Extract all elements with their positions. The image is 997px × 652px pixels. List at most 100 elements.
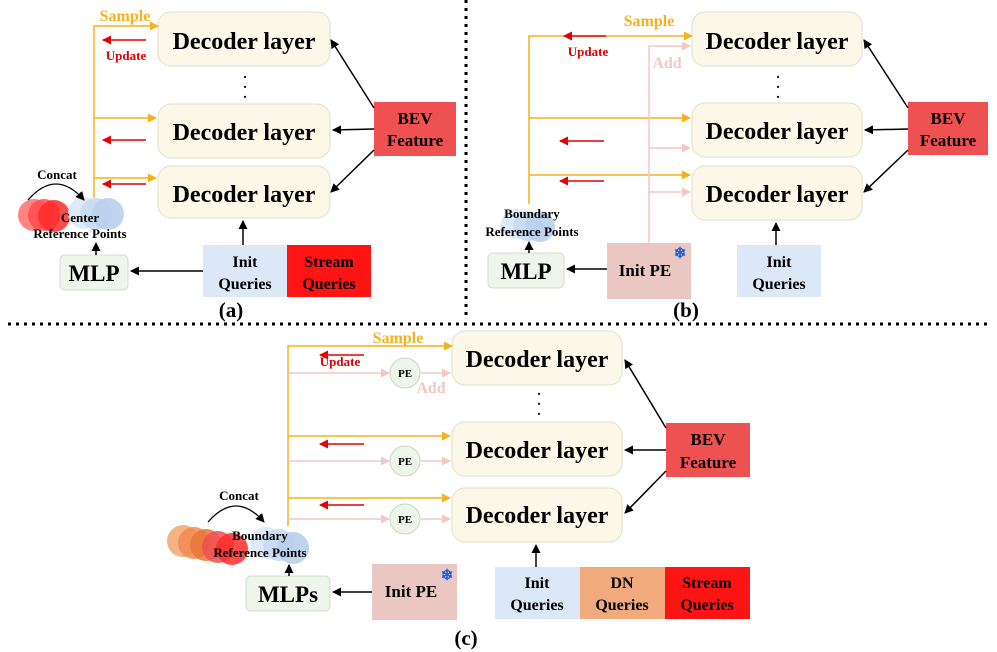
mlp-box bbox=[59, 254, 129, 291]
vertical-ellipsis: . bbox=[776, 67, 780, 82]
vertical-ellipsis: . bbox=[243, 77, 247, 92]
decoder-layer-label: Decoder layer bbox=[173, 182, 316, 208]
panel-a: Decoder layer Decoder layer Decoder laye… bbox=[18, 8, 456, 322]
bev-feature-label: Feature bbox=[387, 131, 444, 150]
panel-c: Decoder layer Decoder layer Decoder laye… bbox=[167, 330, 750, 650]
stream-queries-box bbox=[665, 567, 750, 619]
decoder-layer-box bbox=[451, 330, 623, 386]
sample-line bbox=[287, 341, 453, 526]
stream-queries-label: Stream bbox=[304, 254, 354, 271]
decoder-layer-label: Decoder layer bbox=[706, 119, 849, 145]
vertical-ellipsis: . bbox=[537, 384, 541, 399]
init-queries-box bbox=[737, 245, 821, 297]
sample-label: Sample bbox=[373, 330, 424, 347]
add-line bbox=[648, 41, 691, 243]
sample-label: Sample bbox=[100, 8, 151, 25]
dn-queries-box bbox=[580, 567, 665, 619]
init-queries-label: Init bbox=[525, 575, 551, 592]
vertical-ellipsis: . bbox=[537, 394, 541, 409]
stream-queries-label: Queries bbox=[302, 276, 355, 293]
mlps-label: MLPs bbox=[258, 582, 318, 607]
caption-b: (b) bbox=[673, 298, 699, 322]
bev-feature-label: BEV bbox=[398, 109, 434, 128]
init-queries-label: Init bbox=[767, 254, 793, 271]
decoder-layer-label: Decoder layer bbox=[706, 182, 849, 208]
sample-label: Sample bbox=[624, 13, 675, 30]
vertical-ellipsis: . bbox=[776, 87, 780, 102]
bev-to-decoder-arrow bbox=[624, 470, 667, 514]
decoder-layer-box bbox=[157, 11, 331, 67]
init-queries-box bbox=[203, 245, 287, 297]
stream-queries-label: Stream bbox=[682, 575, 732, 592]
decoder-layer-label: Decoder layer bbox=[466, 347, 609, 373]
sample-line bbox=[93, 21, 159, 198]
decoder-layer-label: Decoder layer bbox=[466, 438, 609, 464]
stream-queries-label: Queries bbox=[680, 597, 733, 614]
bev-to-decoder-arrow bbox=[330, 149, 375, 193]
pe-node-label: PE bbox=[398, 368, 412, 380]
init-queries-label: Queries bbox=[510, 597, 563, 614]
decoder-layer-box bbox=[691, 165, 863, 221]
bev-to-decoder-arrow bbox=[863, 39, 909, 109]
init-queries-box bbox=[495, 567, 580, 619]
mlp-box bbox=[487, 252, 565, 289]
snowflake-icon: ❄ bbox=[441, 568, 454, 584]
bev-to-decoder-arrow bbox=[332, 125, 375, 135]
bev-to-decoder-arrow bbox=[863, 149, 909, 193]
caption-a: (a) bbox=[219, 298, 244, 322]
init-pe-label: Init PE bbox=[385, 582, 437, 601]
center-reference-label: Reference Points bbox=[33, 226, 126, 241]
init-pe-box bbox=[372, 564, 457, 620]
vertical-ellipsis: . bbox=[776, 77, 780, 92]
decoder-layer-label: Decoder layer bbox=[173, 120, 316, 146]
decoder-layer-box bbox=[451, 421, 623, 477]
bev-feature-label: Feature bbox=[680, 453, 737, 472]
center-reference-points bbox=[18, 197, 124, 232]
mlps-box bbox=[245, 575, 331, 612]
decoder-layer-label: Decoder layer bbox=[706, 29, 849, 55]
boundary-reference-label: Boundary bbox=[232, 528, 288, 543]
center-reference-label: Center bbox=[61, 210, 99, 225]
dn-queries-label: DN bbox=[610, 575, 634, 592]
bev-feature-box bbox=[666, 423, 750, 477]
update-label: Update bbox=[568, 44, 609, 59]
bev-feature-label: Feature bbox=[920, 131, 977, 150]
caption-c: (c) bbox=[454, 626, 477, 650]
bev-feature-label: BEV bbox=[691, 430, 727, 449]
pe-node bbox=[389, 445, 421, 477]
init-pe-label: Init PE bbox=[619, 261, 671, 280]
decoder-layer-box bbox=[451, 487, 623, 543]
bev-to-decoder-arrow bbox=[624, 359, 667, 429]
pe-node bbox=[389, 503, 421, 535]
dn-queries-label: Queries bbox=[595, 597, 648, 614]
bev-to-decoder-arrow bbox=[330, 39, 375, 109]
bev-to-decoder-arrow bbox=[864, 125, 909, 135]
vertical-ellipsis: . bbox=[537, 404, 541, 419]
init-queries-label: Queries bbox=[218, 276, 271, 293]
pe-node-label: PE bbox=[398, 514, 412, 526]
mlp-label: MLP bbox=[500, 259, 551, 284]
add-label: Add bbox=[652, 55, 681, 72]
pe-node bbox=[389, 357, 421, 389]
decoder-layer-box bbox=[157, 165, 331, 219]
bev-feature-box bbox=[374, 102, 456, 156]
init-pe-box bbox=[607, 243, 691, 299]
update-label: Update bbox=[106, 48, 147, 63]
mlp-label: MLP bbox=[68, 261, 119, 286]
bev-feature-label: BEV bbox=[931, 109, 967, 128]
stream-queries-box bbox=[287, 245, 371, 297]
decoder-layer-box bbox=[691, 102, 863, 158]
concat-arrow bbox=[207, 505, 265, 523]
snowflake-icon: ❄ bbox=[674, 246, 687, 262]
update-label: Update bbox=[320, 354, 361, 369]
vertical-ellipsis: . bbox=[243, 87, 247, 102]
decoder-layer-box bbox=[157, 103, 331, 159]
concat-label: Concat bbox=[37, 167, 77, 182]
bev-feature-box bbox=[908, 102, 988, 155]
concat-label: Concat bbox=[219, 488, 259, 503]
boundary-reference-points bbox=[501, 209, 555, 242]
decoder-layer-label: Decoder layer bbox=[173, 29, 316, 55]
boundary-reference-label: Reference Points bbox=[213, 545, 306, 560]
decoder-layer-label: Decoder layer bbox=[466, 503, 609, 529]
panel-b: Decoder layer Decoder layer Decoder laye… bbox=[485, 11, 988, 322]
